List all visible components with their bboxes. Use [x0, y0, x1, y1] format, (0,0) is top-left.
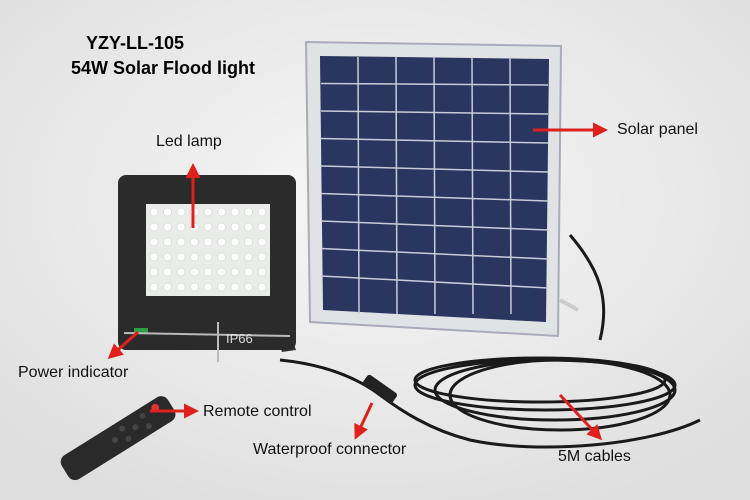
label-waterproof-connector: Waterproof connector — [253, 441, 407, 458]
led-chip — [163, 282, 172, 292]
led-chip — [257, 207, 267, 217]
led-chip — [230, 252, 240, 262]
led-chip — [190, 237, 199, 247]
panel-grid-line — [320, 220, 549, 231]
panel-grid-line — [509, 56, 512, 315]
solar-panel — [304, 40, 579, 338]
arrow-cables — [558, 393, 603, 441]
led-chip — [257, 267, 267, 277]
led-chip — [257, 222, 267, 232]
label-remote-control: Remote control — [203, 403, 312, 420]
ip-rating-marking: IP66 — [226, 331, 253, 346]
label-power-indicator: Power indicator — [18, 364, 129, 381]
led-chip — [176, 222, 186, 232]
led-chip — [149, 252, 159, 262]
panel-grid-line — [320, 192, 549, 202]
panel-grid-line — [357, 56, 360, 315]
label-cables: 5M cables — [558, 448, 631, 465]
led-chip — [190, 252, 199, 262]
panel-grid-line — [320, 110, 549, 115]
led-chip — [190, 282, 199, 292]
led-chip — [149, 222, 159, 232]
panel-grid-line — [320, 247, 549, 260]
led-chip — [149, 237, 159, 247]
panel-grid-line — [471, 56, 474, 315]
led-chip — [176, 282, 186, 292]
led-chip — [230, 267, 240, 277]
led-chip — [230, 222, 240, 232]
led-chip — [230, 207, 240, 217]
panel-grid-line — [433, 56, 436, 315]
led-chip — [163, 267, 172, 277]
label-solar-panel: Solar panel — [617, 121, 698, 138]
led-chip — [176, 237, 186, 247]
arrow-power-indicator — [107, 330, 139, 359]
led-chip — [257, 252, 267, 262]
led-chip — [244, 267, 253, 277]
led-chip — [217, 207, 226, 217]
product-model: YZY-LL-105 — [85, 33, 185, 53]
led-chip — [203, 222, 213, 232]
led-chip — [203, 282, 213, 292]
led-chip — [244, 207, 253, 217]
waterproof-connector — [362, 374, 398, 404]
led-chip — [203, 252, 213, 262]
led-chip — [217, 252, 226, 262]
led-chip — [149, 207, 159, 217]
cable — [279, 234, 701, 449]
panel-grid-line — [320, 82, 549, 86]
led-chip — [244, 282, 253, 292]
led-chip — [217, 267, 226, 277]
flood-light — [118, 175, 296, 362]
led-chip — [163, 222, 172, 232]
led-chip — [257, 237, 267, 247]
led-chip — [244, 237, 253, 247]
led-chip — [217, 222, 226, 232]
panel-grid-line — [395, 56, 398, 315]
led-chip — [163, 252, 172, 262]
led-chip — [217, 237, 226, 247]
arrow-waterproof-connector — [354, 402, 374, 440]
label-led-lamp: Led lamp — [156, 133, 222, 150]
led-chip — [203, 267, 213, 277]
led-chip — [203, 207, 213, 217]
led-chip — [230, 237, 240, 247]
led-chip — [244, 252, 253, 262]
led-chip — [176, 207, 186, 217]
led-chip — [149, 267, 159, 277]
led-chip — [203, 237, 213, 247]
annotation-arrows — [107, 122, 608, 441]
panel-grid-line — [320, 165, 549, 173]
led-chip — [176, 267, 186, 277]
led-chip — [163, 207, 172, 217]
product-name: 54W Solar Flood light — [71, 58, 255, 78]
led-chip — [176, 252, 186, 262]
led-chip — [190, 267, 199, 277]
panel-grid-line — [320, 275, 549, 289]
led-chip — [149, 282, 159, 292]
led-chip — [244, 222, 253, 232]
led-chip — [217, 282, 226, 292]
led-chip — [257, 282, 267, 292]
led-chip — [163, 237, 172, 247]
led-chip — [230, 282, 240, 292]
panel-grid-line — [320, 137, 549, 144]
